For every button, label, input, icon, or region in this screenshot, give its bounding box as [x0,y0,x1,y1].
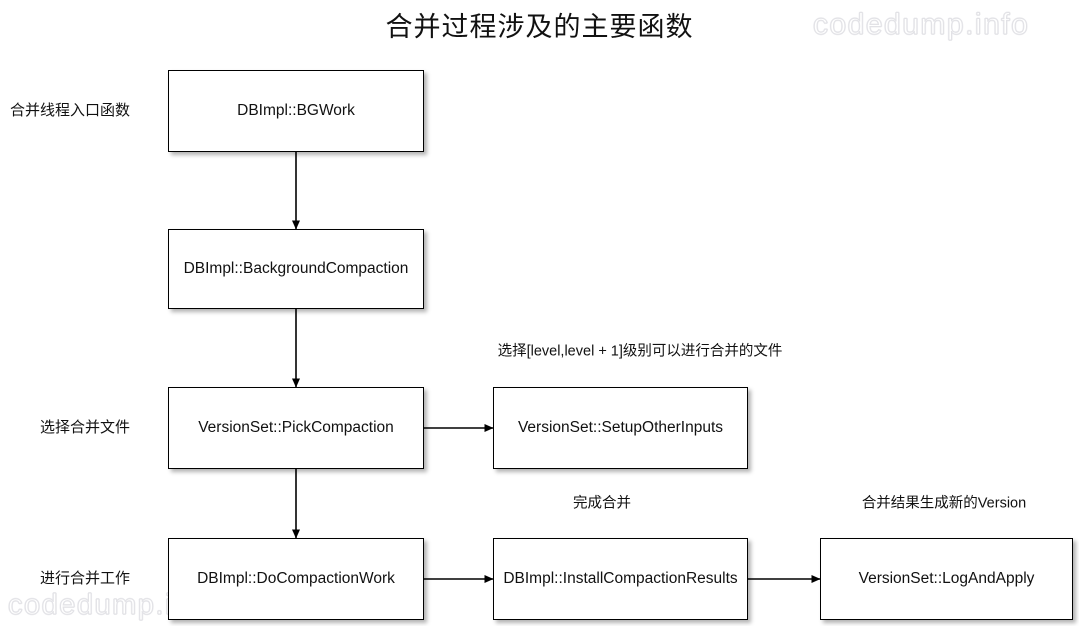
node-versionset-logandapply[interactable]: VersionSet::LogAndApply [820,538,1073,620]
node-label: VersionSet::LogAndApply [858,570,1035,587]
node-label: VersionSet::SetupOtherInputs [517,419,724,436]
node-label: DBImpl::DoCompactionWork [197,570,395,587]
node-label: DBImpl::InstallCompactionResults [503,570,738,587]
row-label-perform-merge-work: 进行合并工作 [39,570,131,587]
node-label: VersionSet::PickCompaction [198,419,394,436]
annotation-setup-other-inputs: 选择[level,level + 1]级别可以进行合并的文件 [497,343,783,360]
node-dbimpl-docompactionwork[interactable]: DBImpl::DoCompactionWork [168,538,424,620]
page-title: 合并过程涉及的主要函数 [385,12,694,42]
node-label: DBImpl::BackgroundCompaction [183,260,409,277]
node-versionset-pickcompaction[interactable]: VersionSet::PickCompaction [168,387,424,469]
node-dbimpl-backgroundcompaction[interactable]: DBImpl::BackgroundCompaction [168,229,424,309]
node-dbimpl-installcompactionresults[interactable]: DBImpl::InstallCompactionResults [493,538,748,620]
row-label-merge-thread-entry: 合并线程入口函数 [9,102,131,119]
node-versionset-setupotherinputs[interactable]: VersionSet::SetupOtherInputs [493,387,748,469]
annotation-finish-merge: 完成合并 [573,495,631,512]
annotation-new-version: 合并结果生成新的Version [861,495,1027,512]
node-label: DBImpl::BGWork [237,102,355,119]
node-dbimpl-bgwork[interactable]: DBImpl::BGWork [168,70,424,152]
row-label-select-merge-files: 选择合并文件 [39,419,131,436]
